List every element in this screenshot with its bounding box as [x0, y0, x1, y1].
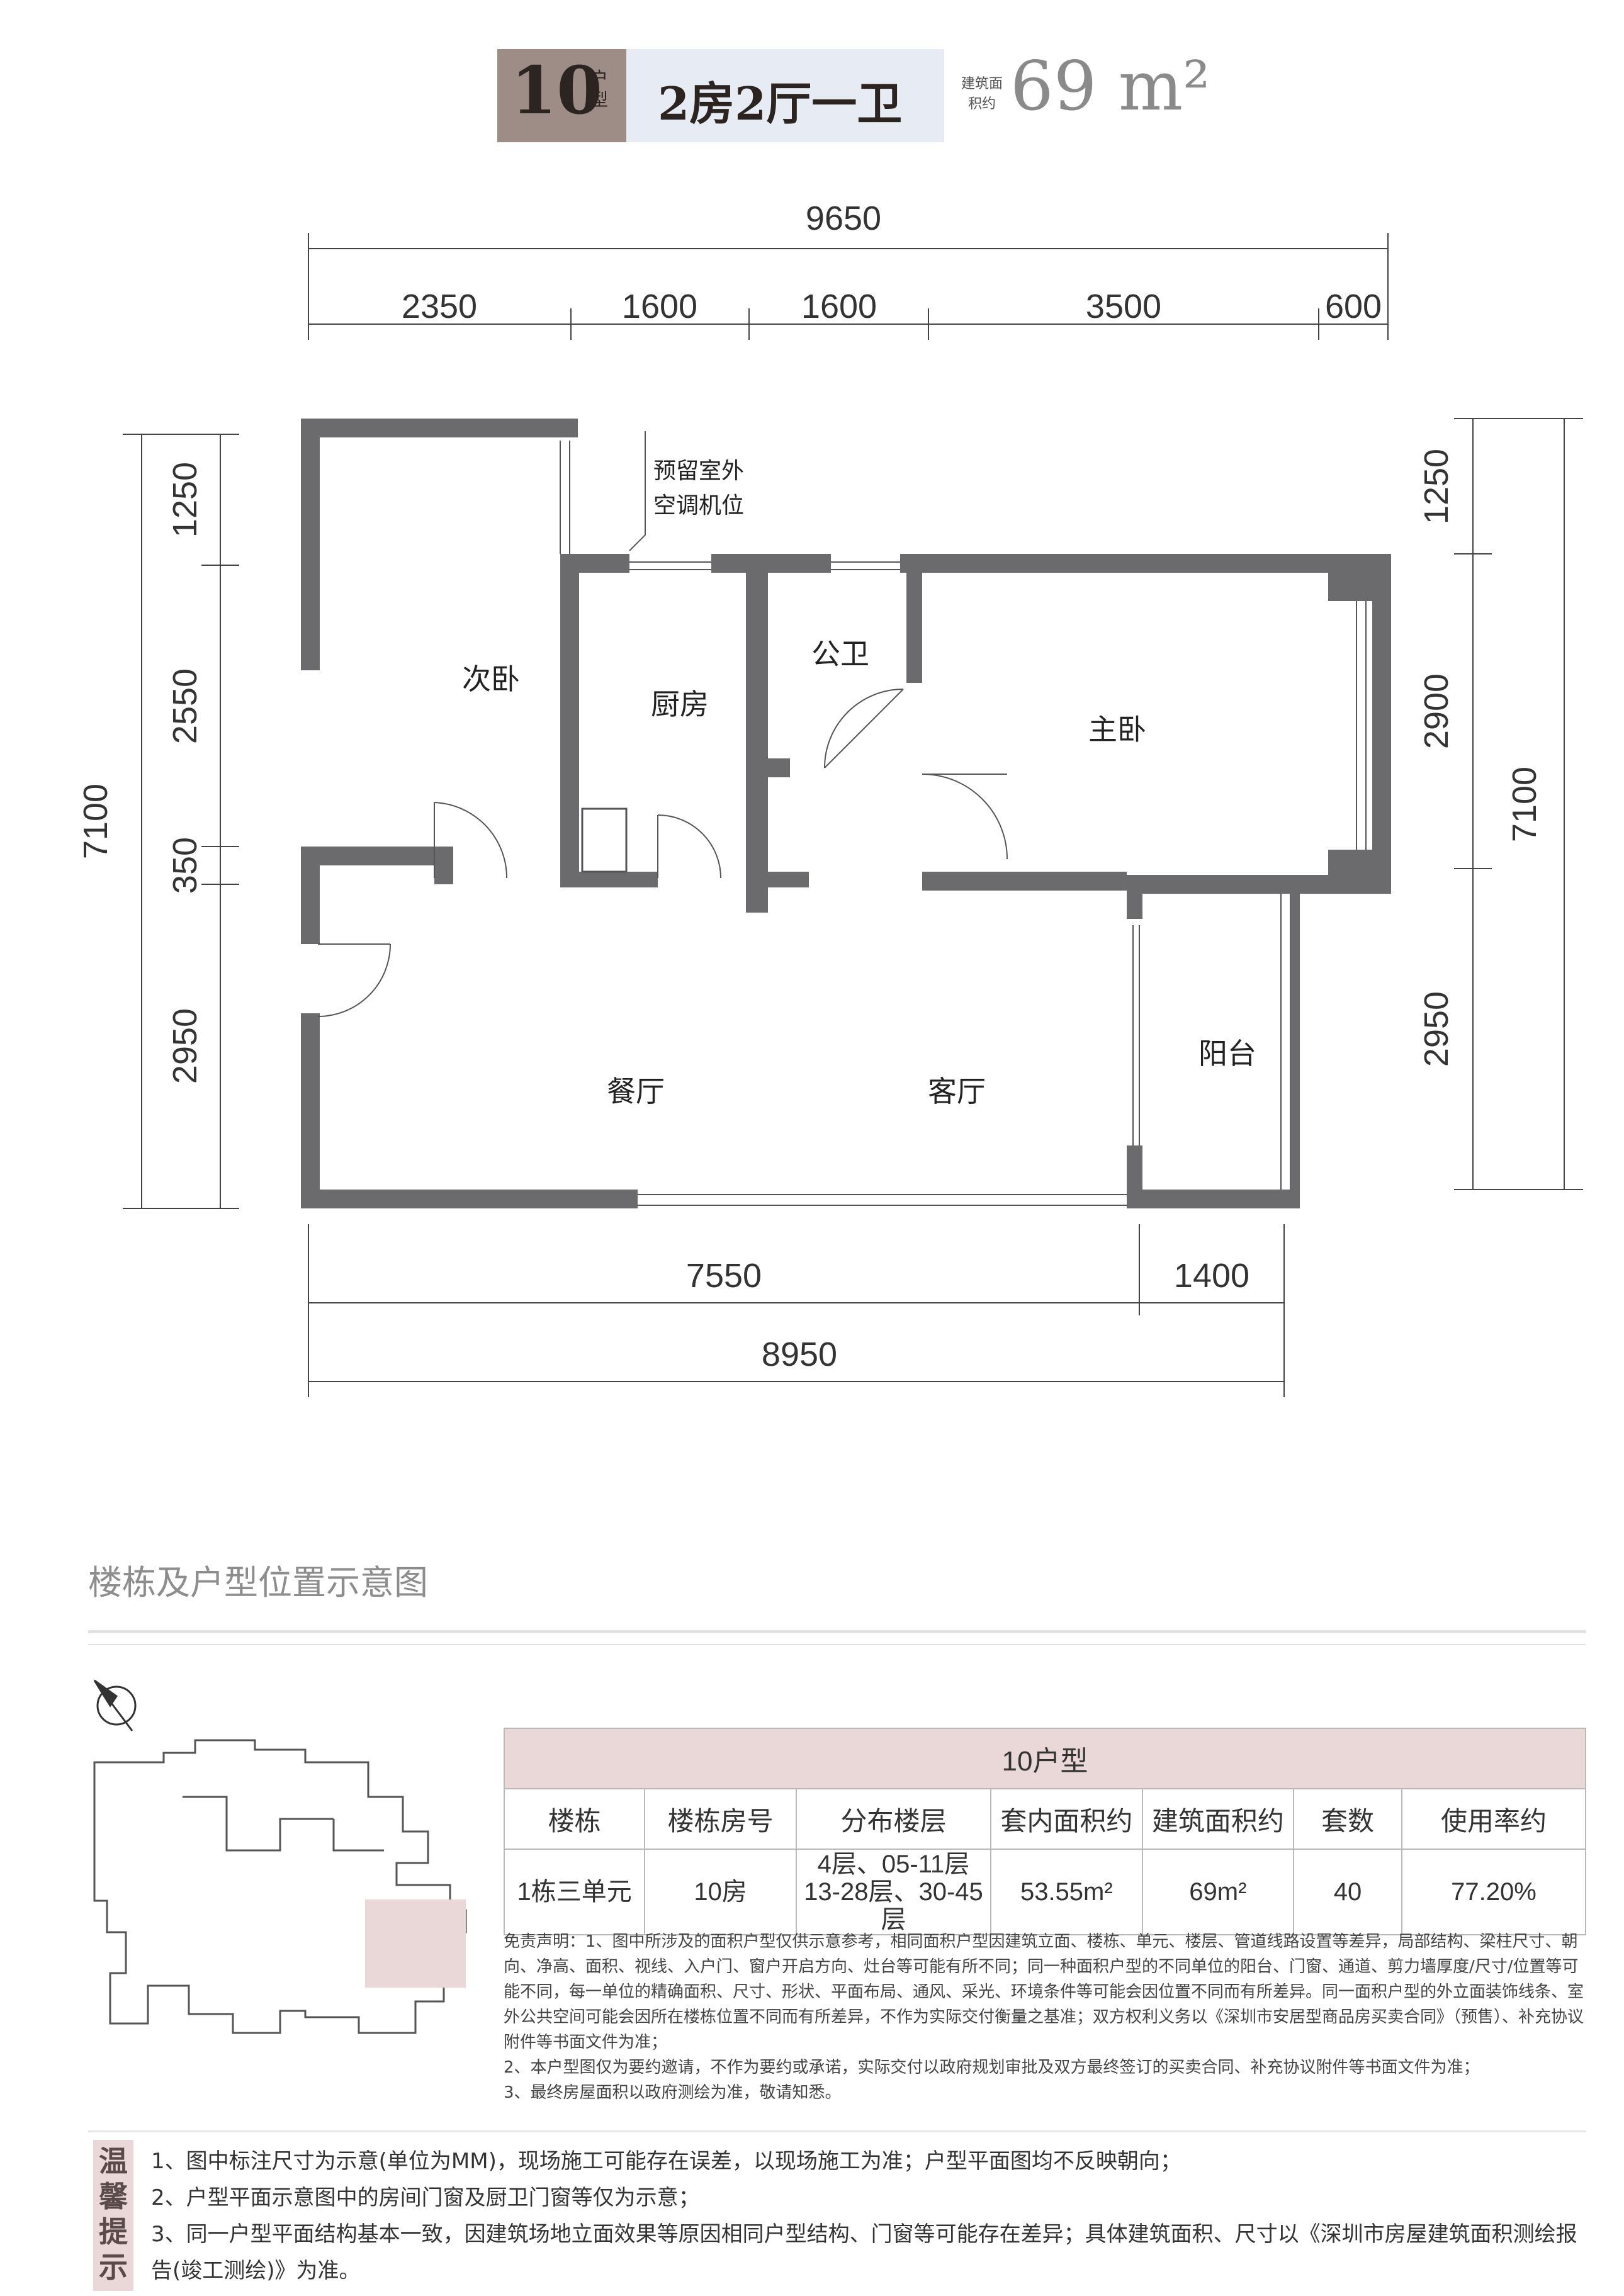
- room-balcony: 阳台: [1198, 1037, 1256, 1071]
- dim-left-4: 2950: [166, 1008, 204, 1084]
- cell-count: 40: [1293, 1849, 1402, 1935]
- building-site-plan: [93, 1679, 467, 2034]
- area-value: 69 m²: [1010, 47, 1210, 126]
- tip-2: 2、户型平面示意图中的房间门窗及厨卫门窗等仅为示意；: [151, 2185, 700, 2210]
- cell-build-area: 69m²: [1141, 1849, 1295, 1935]
- dim-right-3: 2950: [1418, 991, 1455, 1067]
- doors: [317, 689, 1008, 1017]
- compass-icon: [93, 1679, 137, 1731]
- col-floors: 分布楼层: [795, 1788, 992, 1850]
- room-living: 客厅: [928, 1074, 986, 1108]
- cell-floors: 4层、05-11层 13-28层、30-45层: [795, 1849, 992, 1935]
- dimension-lines-bottom: [308, 1224, 1285, 1397]
- walls: [301, 419, 1391, 1208]
- disclaimer-p1: 免责声明：1、图中所涉及的面积户型仅供示意参考，相同面积户型因建筑立面、楼栋、单…: [504, 1932, 1584, 2052]
- unit-layout-banner: 2房2厅一卫: [626, 49, 944, 142]
- col-build-area: 建筑面积约: [1141, 1788, 1295, 1850]
- section-title: 楼栋及户型位置示意图: [88, 1563, 428, 1602]
- tips: 1、图中标注尺寸为示意(单位为MM)，现场施工可能存在误差，以现场施工为准；户型…: [151, 2143, 1593, 2289]
- floors-line2: 13-28层、30-45层: [804, 1878, 983, 1933]
- col-usage: 使用率约: [1401, 1788, 1587, 1850]
- dim-bottom-total: 8950: [762, 1336, 837, 1373]
- col-inner-area: 套内面积约: [990, 1788, 1143, 1850]
- unit-highlight: [365, 1899, 466, 1988]
- unit-type-badge: 10 户型: [497, 49, 626, 142]
- room-second-bedroom: 次卧: [462, 662, 520, 696]
- dim-left-total: 7100: [77, 784, 115, 859]
- col-room-no: 楼栋房号: [644, 1788, 797, 1850]
- dim-right-2: 2900: [1418, 673, 1455, 749]
- floors-line1: 4层、05-11层: [817, 1850, 970, 1878]
- tip-1: 1、图中标注尺寸为示意(单位为MM)，现场施工可能存在误差，以现场施工为准；户型…: [151, 2149, 1181, 2174]
- dim-right-total: 7100: [1506, 767, 1543, 842]
- tips-badge: 温馨提示: [93, 2140, 133, 2291]
- room-dining: 餐厅: [607, 1074, 665, 1108]
- dim-top-3: 1600: [801, 288, 877, 325]
- room-bathroom: 公卫: [811, 637, 869, 671]
- col-building: 楼栋: [503, 1788, 646, 1850]
- cell-usage: 77.20%: [1401, 1849, 1587, 1935]
- section-divider-thin: [88, 1644, 1586, 1645]
- unit-layout: 2房2厅一卫: [658, 77, 903, 130]
- dim-right-1: 1250: [1418, 449, 1455, 524]
- ac-note-line1: 预留室外: [653, 458, 744, 484]
- dim-left-2: 2550: [166, 668, 204, 744]
- dimension-lines-right: [1454, 418, 1583, 1190]
- disclaimer: 免责声明：1、图中所涉及的面积户型仅供示意参考，相同面积户型因建筑立面、楼栋、单…: [504, 1929, 1586, 2105]
- room-master-bedroom: 主卧: [1088, 712, 1146, 746]
- dim-top-4: 3500: [1086, 288, 1161, 325]
- dim-left-3: 350: [166, 837, 204, 894]
- table-title: 10户型: [504, 1728, 1586, 1789]
- table-header-row: 楼栋 楼栋房号 分布楼层 套内面积约 建筑面积约 套数 使用率约: [503, 1788, 1587, 1850]
- ac-note-line2: 空调机位: [653, 493, 744, 519]
- unit-suffix: 户型: [590, 68, 608, 110]
- room-kitchen: 厨房: [651, 687, 709, 721]
- col-count: 套数: [1293, 1788, 1402, 1850]
- dim-top-1: 2350: [402, 288, 477, 325]
- unit-number: 10: [511, 52, 602, 129]
- cell-inner-area: 53.55m²: [990, 1849, 1143, 1935]
- section-divider: [88, 1630, 1586, 1633]
- dim-bottom-1: 7550: [686, 1257, 762, 1295]
- dim-top-2: 1600: [622, 288, 697, 325]
- tip-3: 3、同一户型平面结构基本一致，因建筑场地立面效果等原因相同户型结构、门窗等可能存…: [151, 2222, 1577, 2283]
- unit-info-table: 10户型 楼栋 楼栋房号 分布楼层 套内面积约 建筑面积约 套数 使用率约 1栋…: [503, 1728, 1587, 1935]
- dim-top-5: 600: [1325, 288, 1382, 325]
- dim-total-width: 9650: [806, 200, 881, 237]
- building-outline: [93, 1739, 467, 2034]
- area-label: 建筑面积约: [961, 76, 1003, 112]
- dimension-lines-left: [123, 434, 239, 1209]
- disclaimer-p3: 3、最终房屋面积以政府测绘为准，敬请知悉。: [504, 2083, 842, 2102]
- table-row: 1栋三单元 10房 4层、05-11层 13-28层、30-45层 53.55m…: [503, 1849, 1587, 1935]
- cell-room-no: 10房: [644, 1849, 797, 1935]
- disclaimer-p2: 2、本户型图仅为要约邀请，不作为要约或承诺，实际交付以政府规划审批及双方最终签订…: [504, 2058, 1480, 2077]
- tips-divider: [88, 2130, 1586, 2132]
- ac-leader-line: [629, 431, 646, 551]
- floor-plan: 9650 2350 1600 1600 3500 600 7100 1250 2…: [77, 200, 1583, 1397]
- cell-building: 1栋三单元: [503, 1849, 646, 1935]
- dim-bottom-2: 1400: [1174, 1257, 1249, 1295]
- dim-left-1: 1250: [166, 462, 204, 537]
- dimension-lines-top: [308, 233, 1389, 340]
